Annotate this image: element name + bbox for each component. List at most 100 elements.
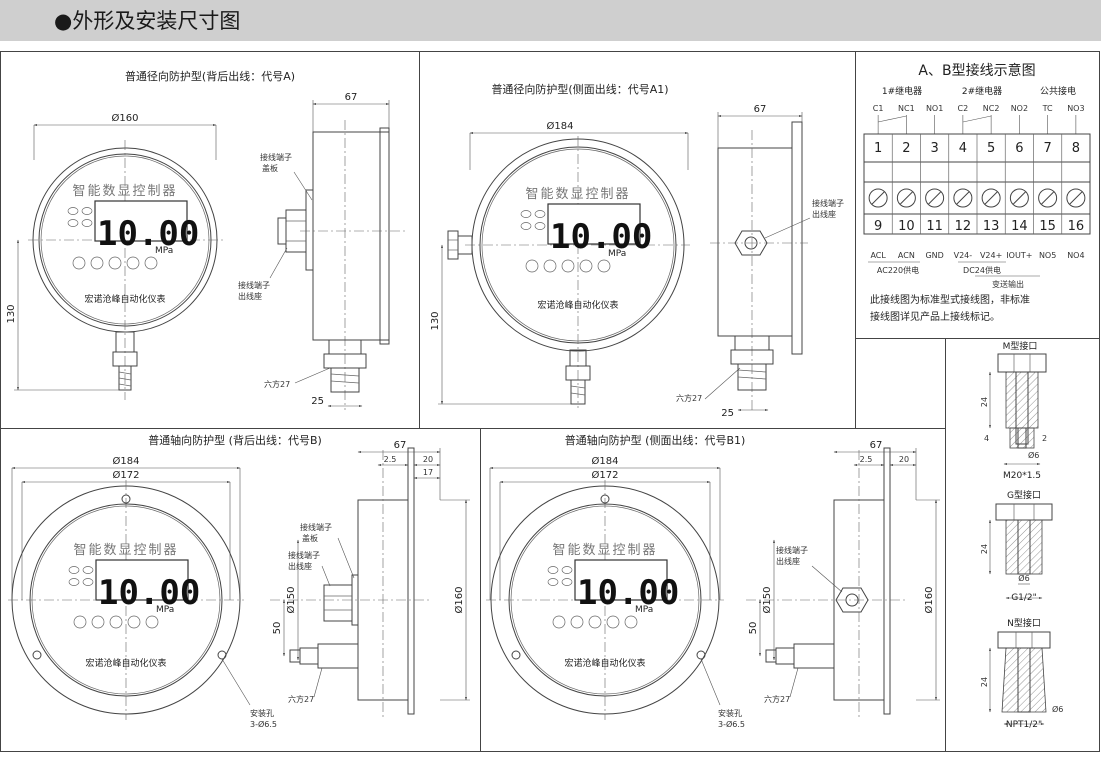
wiring-title: A、B型接线示意图 (918, 62, 1035, 79)
wiring-note-out: 变送输出 (992, 279, 1024, 289)
wiring-top-label: NO3 (1067, 104, 1084, 113)
panel-a-cover-1: 接线端子 (260, 152, 292, 162)
wiring-screw-slot (1013, 191, 1026, 205)
panel-b1-depth: 67 (870, 440, 883, 451)
wiring-note-dc: DC24供电 (963, 265, 1001, 275)
wiring-terminal-number: 9 (874, 219, 882, 234)
connector-m-thread: M20*1.5 (1003, 471, 1041, 481)
panel-b-title: 普通轴向防护型 (背后出线：代号B) (148, 433, 322, 447)
wiring-screw-slot (956, 191, 970, 205)
wiring-terminal-number: 16 (1068, 219, 1085, 234)
panel-a-depth: 67 (345, 92, 358, 103)
panel-b-d17: 17 (423, 468, 433, 477)
gauge-footer-a1: 宏诺沧峰自动化仪表 (537, 299, 618, 311)
panel-a1-nut: 25 (721, 408, 734, 419)
panel-b-hex: 六方27 (288, 694, 314, 704)
wiring-screw-slot (984, 191, 998, 205)
gauge-face-name-b: 智能数显控制器 (73, 543, 178, 558)
lcd-unit-b: MPa (156, 605, 174, 615)
wiring-top-label: NC1 (898, 104, 915, 113)
wiring-common: 公共接电 (1040, 85, 1076, 97)
wiring-screw-slot (1041, 191, 1054, 205)
wiring-relay2: 2#继电器 (962, 85, 1002, 97)
panel-a-hex: 六方27 (264, 379, 290, 389)
gauge-footer: 宏诺沧峰自动化仪表 (84, 293, 165, 305)
panel-a-base-1: 接线端子 (238, 280, 270, 290)
panel-a1-hex: 六方27 (676, 393, 702, 403)
panel-b1-d20: 20 (899, 455, 909, 464)
drawing-sheet: 普通径向防护型(背后出线：代号A) Ø160 智能数显控制器 10.00 MPa… (0, 51, 1100, 752)
panel-b-base-2: 出线座 (288, 561, 312, 571)
wiring-switch (878, 115, 907, 123)
lcd-reading-a1: 10.00 (550, 217, 652, 257)
panel-b1-holes-1: 安装孔 (718, 708, 742, 718)
panel-a-nut: 25 (311, 396, 324, 407)
connector-n: N型接口 24 Ø6 NPT1/2" (980, 617, 1063, 730)
gauge-footer-b1: 宏诺沧峰自动化仪表 (564, 657, 645, 669)
connector-n-h: 24 (980, 677, 989, 687)
wiring-screw-icon (896, 188, 916, 208)
panel-a-title: 普通径向防护型(背后出线：代号A) (125, 69, 295, 83)
panel-a-dia: Ø160 (112, 112, 139, 124)
lcd-unit: MPa (155, 246, 173, 256)
panel-b1: 普通轴向防护型 (侧面出线：代号B1) Ø184 Ø172 智能数显控制器 10… (486, 433, 940, 729)
wiring-bottom-label: IOUT+ (1006, 251, 1032, 260)
wiring-terminal-number: 14 (1011, 219, 1028, 234)
panel-a1-depth: 67 (754, 104, 767, 115)
wiring-top-label: C1 (873, 104, 884, 113)
panel-borders (0, 51, 1100, 752)
wiring-bottom-label: GND (925, 251, 943, 260)
panel-b-h150: Ø150 (285, 587, 297, 614)
wiring-bottom-label: ACL (870, 251, 886, 260)
connector-m-t: 4 (984, 434, 989, 443)
panel-b-h160: Ø160 (453, 587, 465, 614)
wiring-screw-icon (953, 188, 973, 208)
lcd-reading: 10.00 (97, 214, 199, 254)
connector-n-title: N型接口 (1007, 617, 1041, 629)
wiring-terminal-number: 11 (926, 219, 943, 234)
wiring-screw-slot (871, 191, 885, 205)
panel-b1-h50: 50 (748, 622, 759, 635)
lcd-reading-b: 10.00 (98, 573, 200, 613)
panel-b-holes-1: 安装孔 (250, 708, 274, 718)
wiring-terminal-number: 6 (1015, 141, 1023, 156)
lcd-unit-b1: MPa (635, 605, 653, 615)
wiring-remark-2: 接线图详见产品上接线标记。 (870, 310, 1000, 323)
wiring-relay1: 1#继电器 (882, 85, 922, 97)
wiring-terminal-number: 15 (1039, 219, 1056, 234)
panel-b: 普通轴向防护型 (背后出线：代号B) Ø184 Ø172 智能数显控制器 10.… (8, 433, 470, 729)
wiring-screw-icon (1066, 188, 1086, 208)
connector-m-c: 2 (1042, 434, 1047, 443)
panel-b-cover-2: 盖板 (302, 533, 318, 543)
panel-b1-h150: Ø150 (761, 587, 773, 614)
panel-b-holes-2: 3-Ø6.5 (250, 719, 277, 729)
wiring-top-label: C2 (958, 104, 969, 113)
gauge-face-name-a1: 智能数显控制器 (525, 187, 630, 202)
wiring-screw-icon (925, 188, 945, 208)
header-banner: ●外形及安装尺寸图 (0, 0, 1101, 41)
panel-a1-height: 130 (430, 311, 441, 330)
connector-g-d: Ø6 (1018, 573, 1029, 583)
panel-b1-title: 普通轴向防护型 (侧面出线：代号B1) (565, 433, 746, 447)
connector-m-d: Ø6 (1028, 450, 1039, 460)
panel-a1-title: 普通径向防护型(侧面出线：代号A1) (491, 82, 668, 96)
wiring-top-label: NC2 (983, 104, 1000, 113)
wiring-bottom-label: NO4 (1067, 251, 1084, 260)
wiring-switch (962, 115, 992, 123)
connector-m: M型接口 24 4 2 Ø6 M20*1.5 (980, 340, 1047, 481)
panel-b-base-1: 接线端子 (288, 550, 320, 560)
connector-g: G型接口 24 Ø6 G1/2" (980, 489, 1053, 603)
panel-a-cover-2: 盖板 (262, 163, 278, 173)
lcd-reading-b1: 10.00 (577, 573, 679, 613)
wiring-bottom-label: NO5 (1039, 251, 1056, 260)
panel-b1-base-2: 出线座 (776, 556, 800, 566)
panel-b-h50: 50 (272, 622, 283, 635)
wiring-top-label: NO2 (1011, 104, 1028, 113)
wiring-terminal-number: 7 (1043, 141, 1051, 156)
panel-b-flange: 2.5 (384, 455, 397, 464)
wiring-screw-icon (981, 188, 1001, 208)
wiring-note-ac: AC220供电 (877, 265, 919, 275)
wiring-bottom-label: ACN (898, 251, 915, 260)
panel-b1-dia-inner: Ø172 (592, 469, 619, 481)
